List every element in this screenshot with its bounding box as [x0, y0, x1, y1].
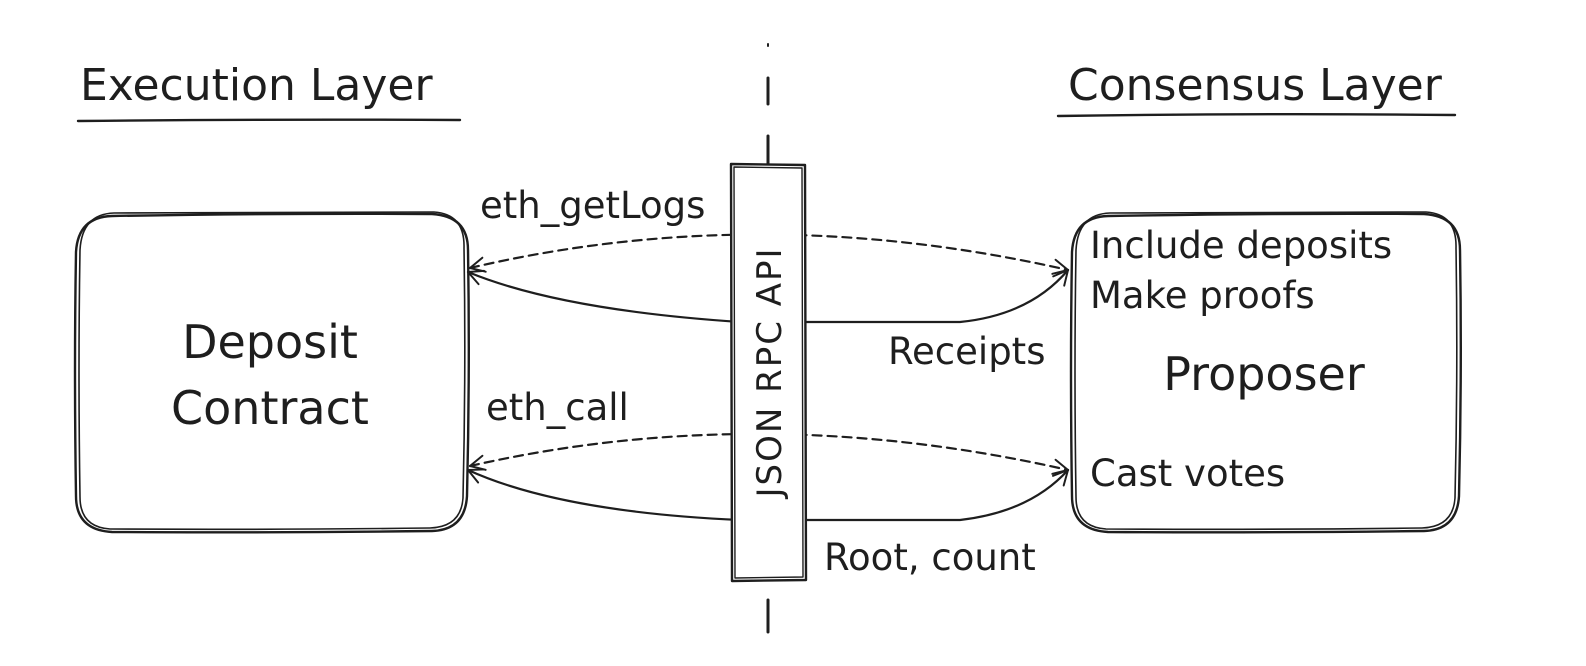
consensus-layer-underline: [1056, 113, 1457, 118]
receipts-response-arrow: [466, 268, 1070, 324]
root-count-label: Root, count: [824, 536, 1036, 579]
execution-layer-underline: [76, 118, 462, 123]
api-bar-shape: [729, 162, 808, 583]
deposit-contract-label-line2: Contract: [171, 381, 369, 435]
proposer-title: Proposer: [1163, 347, 1365, 401]
eth-call-request-arrow: [468, 432, 1070, 475]
receipts-label: Receipts: [888, 330, 1045, 373]
proposer-note-cast-votes: Cast votes: [1090, 452, 1285, 495]
json-rpc-api-bar: JSON RPC API: [729, 162, 808, 583]
deposit-contract-label-line1: Deposit: [182, 315, 358, 369]
eth-getlogs-label: eth_getLogs: [480, 184, 705, 227]
eth-getlogs-request-arrow: [468, 233, 1070, 275]
proposer-note-include-deposits: Include deposits: [1090, 224, 1392, 267]
proposer-note-make-proofs: Make proofs: [1090, 274, 1315, 317]
consensus-layer-title: Consensus Layer: [1068, 60, 1443, 111]
root-count-response-arrow: [466, 468, 1070, 522]
eth-call-label: eth_call: [486, 386, 629, 429]
json-rpc-api-label: JSON RPC API: [750, 246, 790, 499]
execution-layer-title: Execution Layer: [80, 60, 433, 111]
deposit-contract-box: Deposit Contract: [73, 211, 470, 534]
proposer-box: Include deposits Make proofs Proposer Ca…: [1069, 211, 1462, 534]
